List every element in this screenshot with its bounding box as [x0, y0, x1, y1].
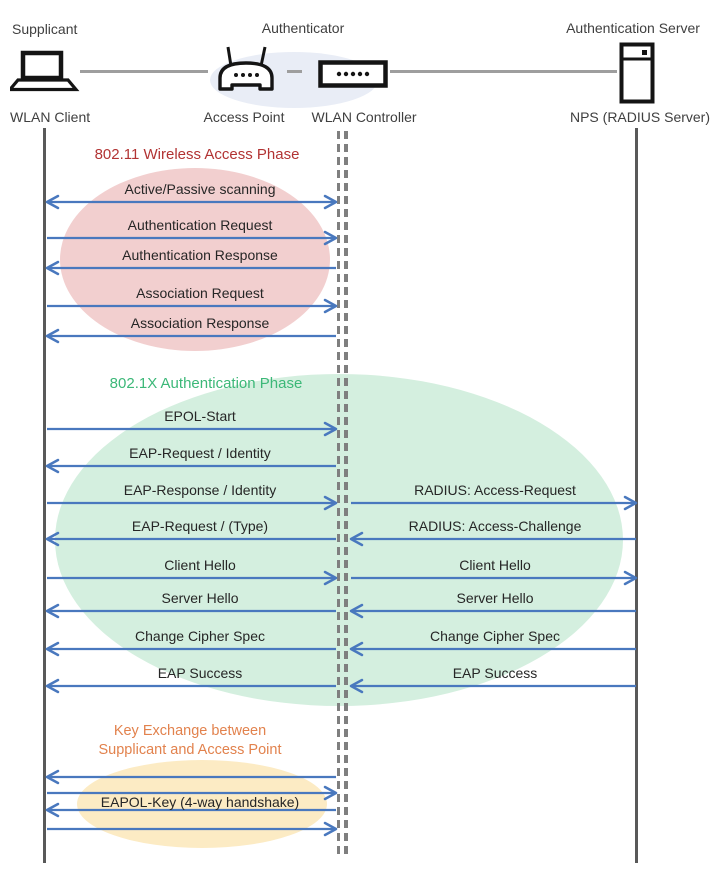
server-icon	[619, 42, 655, 104]
message-arrow	[45, 328, 336, 344]
arrowhead-icon	[323, 230, 338, 246]
node-label-wlan-client: WLAN Client	[10, 109, 91, 125]
message-arrow	[45, 641, 336, 657]
phase-ellipse-wireless-access	[60, 168, 330, 351]
arrowhead-icon	[323, 194, 338, 210]
node-label-access-point: Access Point	[203, 109, 285, 125]
access-point-icon	[218, 46, 274, 91]
phase-title-key-exchange-line1: Key Exchange between	[113, 723, 267, 739]
lifeline-access-point-dashed	[336, 131, 340, 856]
lifeline-nps-server	[635, 128, 638, 863]
connector-controller-server	[390, 70, 617, 73]
message-arrow	[47, 821, 338, 837]
arrowhead-icon	[349, 531, 364, 547]
arrowhead-icon	[45, 603, 60, 619]
node-label-wlan-controller: WLAN Controller	[311, 109, 417, 125]
arrowhead-icon	[623, 495, 638, 511]
message-arrow	[47, 785, 338, 801]
lifeline-wlan-controller-dashed	[344, 131, 348, 856]
arrowhead-icon	[349, 603, 364, 619]
node-label-nps-radius-server: NPS (RADIUS Server)	[569, 109, 711, 125]
message-arrow	[351, 570, 638, 586]
arrowhead-icon	[323, 785, 338, 801]
message-arrow	[47, 298, 338, 314]
phase-ellipse-key-exchange	[77, 760, 327, 848]
role-supplicant: Supplicant	[12, 21, 78, 37]
message-arrow	[45, 769, 336, 785]
message-arrow	[47, 570, 338, 586]
arrowhead-icon	[45, 802, 60, 818]
arrowhead-icon	[323, 298, 338, 314]
role-authentication-server: Authentication Server	[566, 20, 700, 36]
arrowhead-icon	[349, 678, 364, 694]
message-arrow	[349, 603, 636, 619]
arrowhead-icon	[45, 328, 60, 344]
arrowhead-icon	[45, 531, 60, 547]
arrowhead-icon	[45, 769, 60, 785]
message-arrow	[349, 678, 636, 694]
arrowhead-icon	[45, 194, 60, 210]
message-arrow	[47, 230, 338, 246]
message-arrow	[45, 531, 336, 547]
message-arrow	[45, 194, 338, 210]
arrowhead-icon	[45, 260, 60, 276]
phase-title-key-exchange-line2: Supplicant and Access Point	[98, 742, 282, 758]
phase-title-dot1x-authentication: 802.1X Authentication Phase	[109, 375, 303, 392]
arrowhead-icon	[45, 641, 60, 657]
arrowhead-icon	[323, 421, 338, 437]
message-arrow	[45, 603, 336, 619]
arrowhead-icon	[45, 678, 60, 694]
message-arrow	[351, 495, 638, 511]
laptop-icon	[10, 50, 80, 92]
message-arrow	[45, 678, 336, 694]
message-arrow	[47, 421, 338, 437]
message-arrow	[349, 531, 636, 547]
connector-client-ap	[80, 70, 208, 73]
arrowhead-icon	[323, 570, 338, 586]
message-arrow	[45, 260, 336, 276]
arrowhead-icon	[349, 641, 364, 657]
wlan-controller-icon	[318, 60, 388, 88]
arrowhead-icon	[45, 458, 60, 474]
lifeline-wlan-client	[43, 128, 46, 863]
arrowhead-icon	[323, 821, 338, 837]
arrowhead-icon	[323, 495, 338, 511]
arrowhead-icon	[623, 570, 638, 586]
message-arrow	[45, 802, 336, 818]
message-arrow	[45, 458, 336, 474]
connector-ap-controller	[287, 70, 302, 73]
message-arrow	[349, 641, 636, 657]
phase-title-wireless-access: 802.11 Wireless Access Phase	[94, 146, 300, 163]
message-arrow	[47, 495, 338, 511]
role-authenticator: Authenticator	[261, 20, 345, 36]
